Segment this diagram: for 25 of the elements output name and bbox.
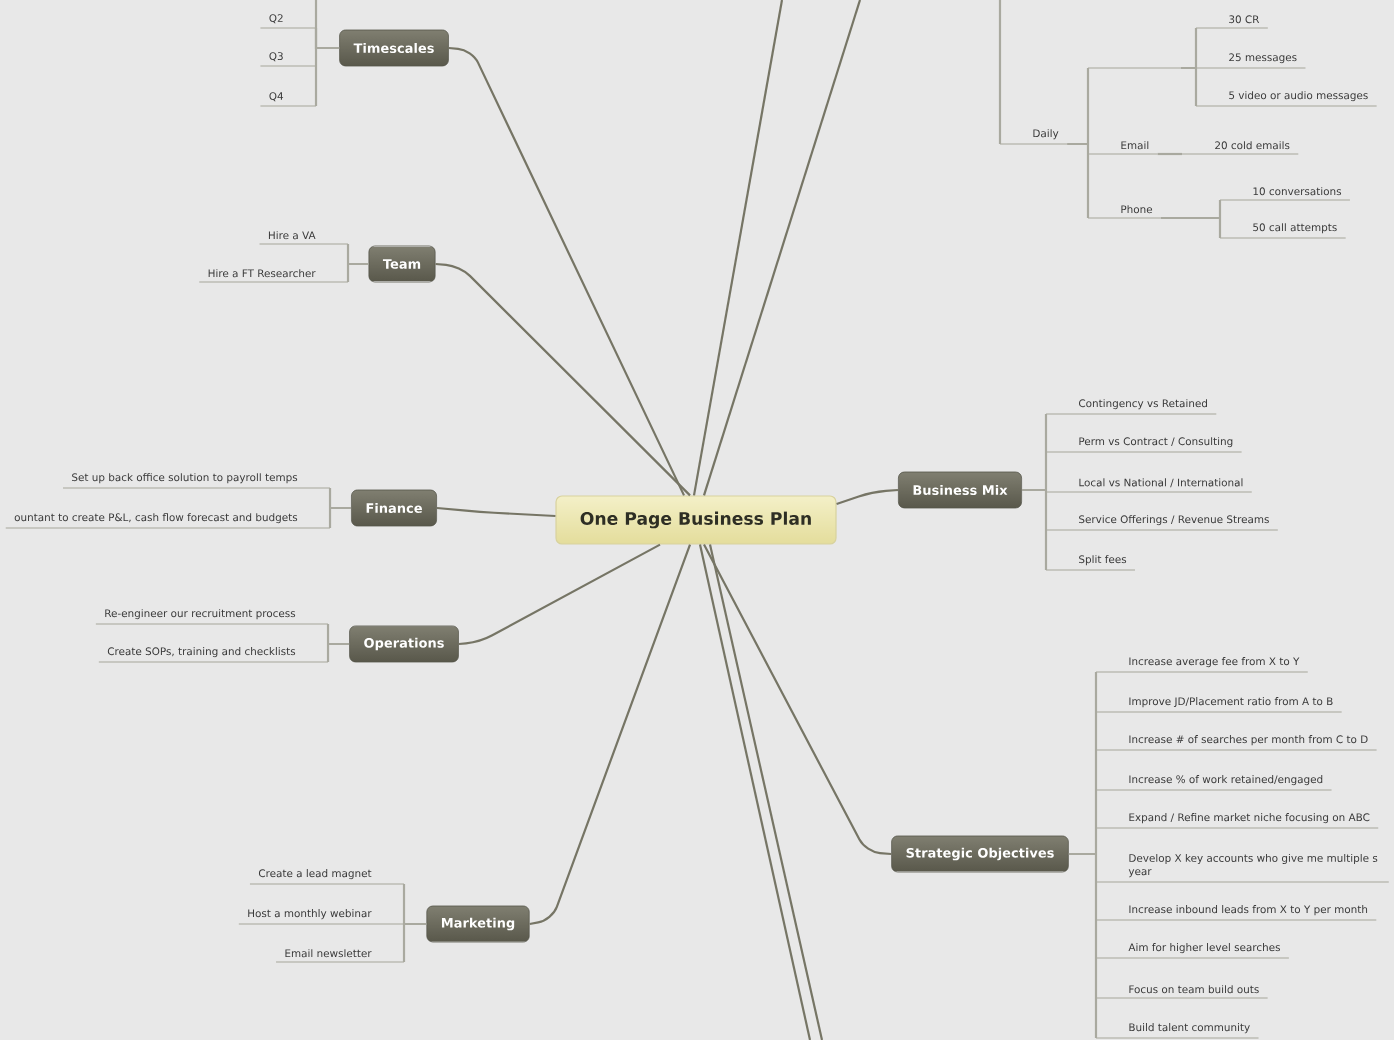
connector-line	[328, 486, 353, 530]
connector-line	[1066, 66, 1090, 220]
connector-line	[529, 544, 692, 926]
connector-line	[708, 544, 824, 1040]
branch-line	[1087, 67, 1182, 69]
connector-line	[998, 0, 1002, 144]
connector-line	[1179, 26, 1198, 108]
connector-line	[1157, 152, 1182, 156]
connector-line	[703, 544, 892, 856]
connector-line	[692, 0, 784, 496]
connector-line	[1159, 198, 1222, 240]
connector-line	[1020, 412, 1048, 572]
connector-line	[436, 506, 556, 518]
connector-line	[402, 882, 428, 964]
connector-line	[314, 26, 341, 108]
connector-line	[1067, 670, 1098, 1040]
connector-line	[698, 544, 812, 1040]
central-topic-box: One Page Business Plan	[555, 495, 837, 545]
connector-line	[458, 543, 661, 646]
connector-line	[702, 0, 862, 496]
connector-line	[836, 488, 899, 506]
connector-line	[346, 242, 370, 284]
connector-line	[435, 262, 691, 497]
connector-line	[448, 46, 685, 496]
connector-line	[326, 622, 351, 664]
